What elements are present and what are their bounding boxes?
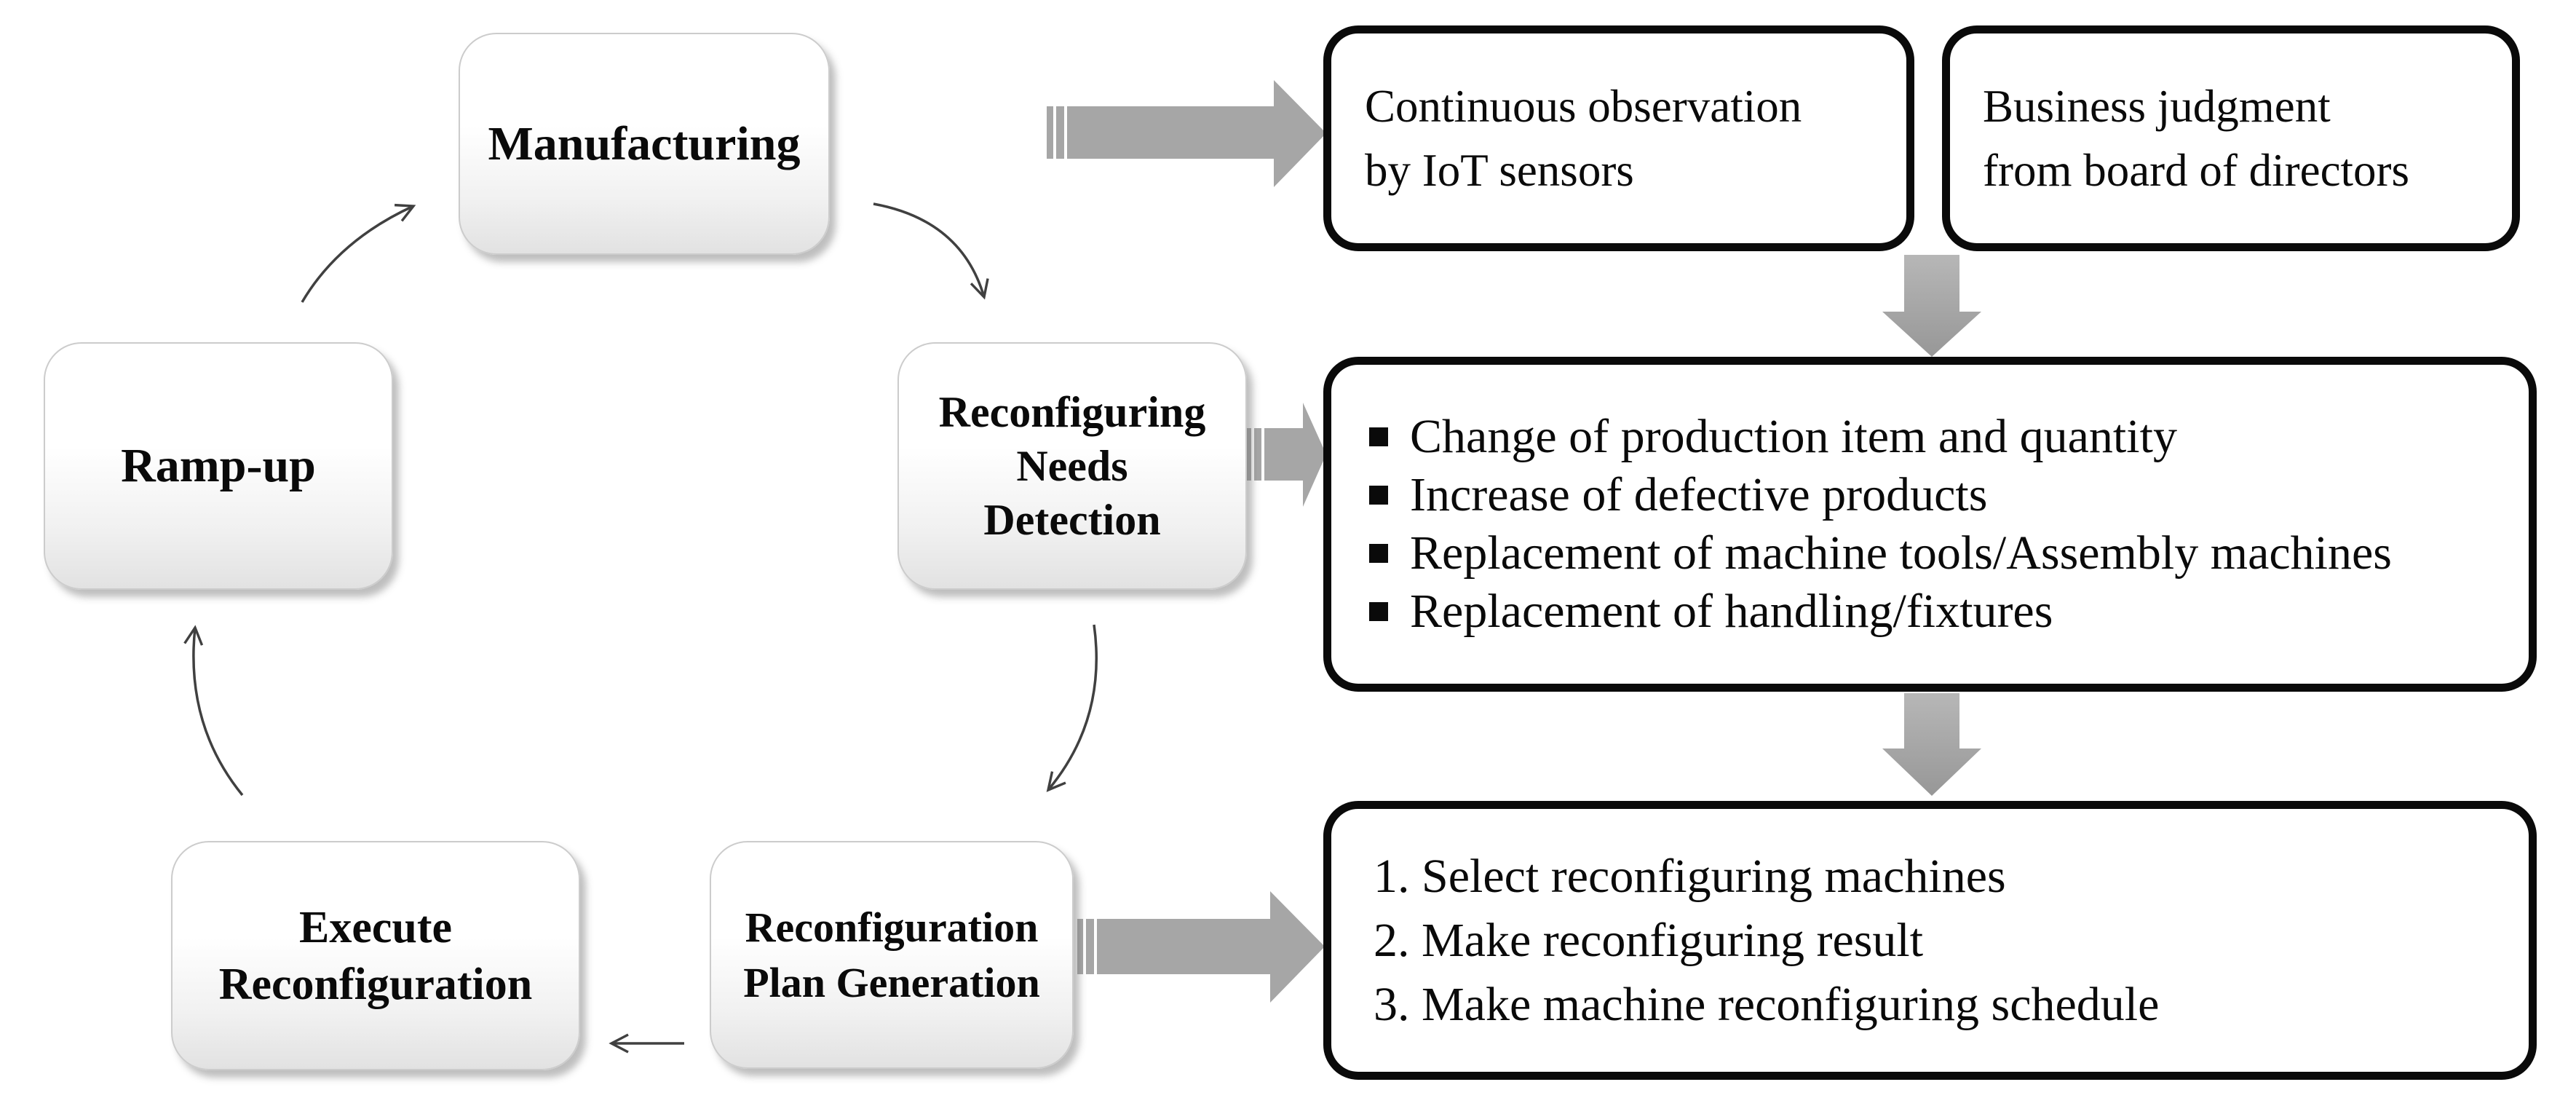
cycle-node-reconfiguring-needs-detection: Reconfiguring Needs Detection (897, 342, 1247, 590)
list-item: Replacement of handling/fixtures (1369, 582, 2521, 641)
cycle-node-manufacturing: Manufacturing (459, 33, 830, 255)
callout-continuous-observation: Continuous observation by IoT sensors (1323, 25, 1914, 251)
node-label-line: Plan Generation (743, 958, 1040, 1006)
striped-arrow-needs-icon (1246, 403, 1326, 507)
list-item-text: 1. Select reconfiguring machines (1374, 849, 2006, 903)
cycle-arrow-execute-to-rampup-icon (183, 625, 244, 797)
node-label: Ramp-up (121, 439, 316, 492)
bullet-square-icon (1369, 602, 1388, 621)
striped-arrow-plan-icon (1077, 891, 1325, 1003)
callout-text-line: Business judgment (1983, 81, 2331, 132)
list-item-text: Replacement of machine tools/Assembly ma… (1410, 526, 2392, 580)
callout-text-line: from board of directors (1983, 145, 2410, 196)
callout-business-judgment: Business judgment from board of director… (1942, 25, 2520, 251)
list-item: Increase of defective products (1369, 466, 2521, 524)
node-label-line: Reconfiguration (218, 959, 533, 1009)
cycle-arrow-needs-to-plan-icon (1046, 624, 1098, 792)
callout-text-line: Continuous observation (1365, 81, 1802, 132)
list-item-text: 2. Make reconfiguring result (1374, 913, 1924, 967)
list-item: 1. Select reconfiguring machines (1374, 845, 2521, 909)
node-label-line: Detection (983, 496, 1161, 544)
list-item-text: Change of production item and quantity (1410, 410, 2177, 463)
list-item: 2. Make reconfiguring result (1374, 909, 2521, 973)
list-item: 3. Make machine reconfiguring schedule (1374, 973, 2521, 1037)
node-label-line: Execute (298, 902, 453, 952)
callout-text-line: by IoT sensors (1365, 145, 1634, 196)
callout-reconfiguring-needs-list: Change of production item and quantity I… (1323, 357, 2537, 692)
node-label: Manufacturing (488, 116, 801, 170)
list-item-text: 3. Make machine reconfiguring schedule (1374, 977, 2160, 1031)
bullet-square-icon (1369, 486, 1388, 505)
cycle-node-ramp-up: Ramp-up (44, 342, 393, 590)
bullet-square-icon (1369, 427, 1388, 446)
node-label-line: Needs (1016, 442, 1128, 490)
cycle-arrow-rampup-to-manufacturing-icon (301, 203, 416, 303)
cycle-node-reconfiguration-plan-generation: Reconfiguration Plan Generation (710, 841, 1074, 1069)
cycle-arrow-manufacturing-to-needs-icon (873, 202, 989, 300)
node-label-line: Reconfiguring (938, 388, 1206, 436)
list-item: Change of production item and quantity (1369, 408, 2521, 466)
list-item: Replacement of machine tools/Assembly ma… (1369, 524, 2521, 582)
bullet-square-icon (1369, 544, 1388, 563)
list-item-text: Increase of defective products (1410, 468, 1988, 521)
striped-arrow-to-observation-icon (1047, 80, 1326, 187)
down-arrow-middle-icon (1882, 693, 1981, 796)
list-item-text: Replacement of handling/fixtures (1410, 585, 2053, 638)
down-arrow-top-icon (1882, 255, 1981, 357)
node-label-line: Reconfiguration (745, 903, 1039, 951)
cycle-node-execute-reconfiguration: Execute Reconfiguration (171, 841, 580, 1070)
callout-reconfiguration-plan-steps: 1. Select reconfiguring machines 2. Make… (1323, 801, 2537, 1080)
